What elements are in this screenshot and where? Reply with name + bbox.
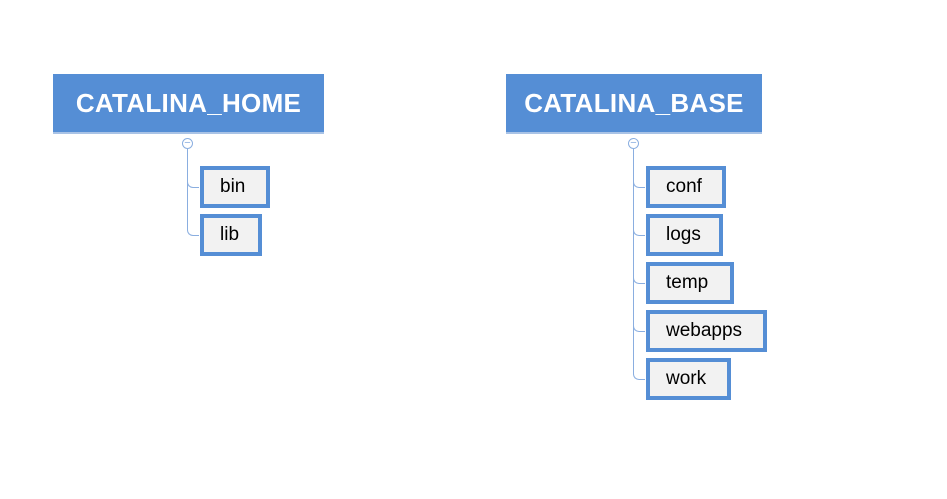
- connector-elbow: [187, 180, 199, 188]
- connector-elbow: [633, 228, 645, 236]
- collapse-toggle-icon[interactable]: −: [182, 138, 193, 149]
- child-node-lib[interactable]: lib: [200, 214, 262, 256]
- child-node-conf[interactable]: conf: [646, 166, 726, 208]
- child-node-label: logs: [666, 224, 701, 245]
- child-node-label: bin: [220, 176, 246, 197]
- child-node-temp[interactable]: temp: [646, 262, 734, 304]
- root-node-label: CATALINA_HOME: [75, 87, 302, 118]
- child-node-bin[interactable]: bin: [200, 166, 270, 208]
- root-node-catalina-home[interactable]: CATALINA_HOME: [53, 74, 324, 134]
- child-node-webapps[interactable]: webapps: [646, 310, 767, 352]
- connector-elbow: [633, 180, 645, 188]
- connector-elbow: [187, 228, 199, 236]
- child-node-logs[interactable]: logs: [646, 214, 723, 256]
- child-node-label: lib: [220, 224, 240, 245]
- connector-elbow: [633, 276, 645, 284]
- connector-line: [187, 149, 188, 229]
- connector-line: [633, 149, 634, 373]
- child-node-label: webapps: [666, 320, 743, 341]
- root-node-catalina-base[interactable]: CATALINA_BASE: [506, 74, 762, 134]
- root-node-label: CATALINA_BASE: [524, 87, 744, 118]
- collapse-toggle-icon[interactable]: −: [628, 138, 639, 149]
- child-node-work[interactable]: work: [646, 358, 731, 400]
- child-node-label: work: [666, 368, 707, 389]
- connector-elbow: [633, 372, 645, 380]
- connector-elbow: [633, 324, 645, 332]
- child-node-label: conf: [666, 176, 702, 197]
- child-node-label: temp: [666, 272, 709, 293]
